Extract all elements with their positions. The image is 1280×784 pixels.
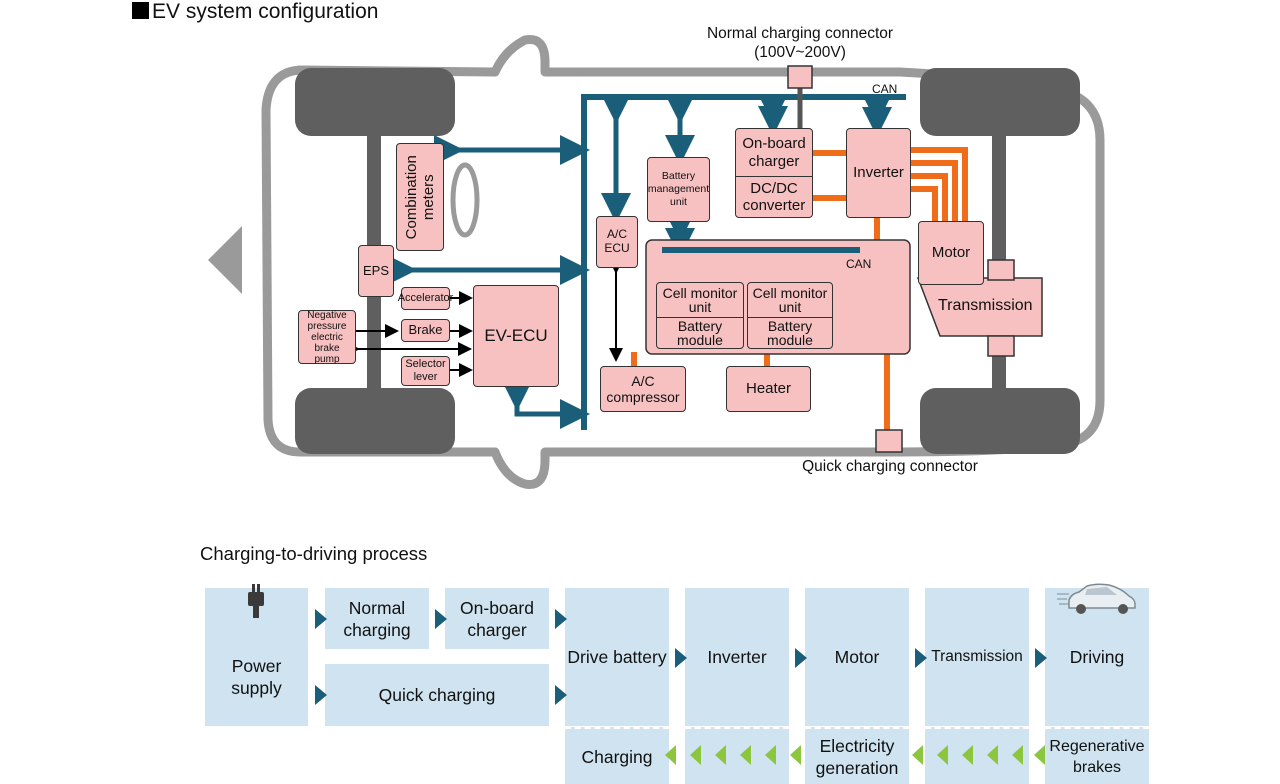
title-text: EV system configuration xyxy=(152,0,379,23)
flow-arrow-icon xyxy=(915,648,927,668)
onboard-charger-dcdc-box: On-board charger DC/DC converter xyxy=(735,128,813,218)
regen-arrow-icon xyxy=(1012,745,1023,765)
regen-arrow-icon xyxy=(987,745,998,765)
flow-arrow-icon xyxy=(555,609,567,629)
wheel-front-left xyxy=(295,68,455,136)
regen-arrow-icon xyxy=(1034,745,1045,765)
process-title: Charging-to-driving process xyxy=(200,543,428,564)
transmission-label: Transmission xyxy=(938,297,1033,314)
normal-charging-connector xyxy=(787,65,813,89)
bmu-box: Battery management unit xyxy=(647,157,710,222)
negative-pressure-pump-box: Negative pressure electric brake pump xyxy=(298,310,356,365)
quick-charging-connector-label: Quick charging connector xyxy=(802,458,978,475)
ev-ecu-box: EV-ECU xyxy=(473,285,559,387)
cell-monitor-battery-box-2: Cell monitor unit Battery module xyxy=(747,282,833,349)
transmission-process-box: Transmission xyxy=(925,588,1029,726)
regen-arrow-icon xyxy=(790,745,801,765)
normal-connector-line1: Normal charging connector xyxy=(706,25,894,42)
wheel-rear-right xyxy=(920,388,1080,454)
power-supply-box: Power supply xyxy=(205,584,308,726)
electricity-generation-box: Electricity generation xyxy=(805,727,909,784)
ac-ecu-box: A/C ECU xyxy=(596,216,638,268)
plug-icon xyxy=(248,584,264,618)
page-title: EV system configuration xyxy=(132,0,378,24)
regen-arrow-icon xyxy=(740,745,751,765)
ac-compressor-box: A/C compressor xyxy=(600,366,686,412)
motor-box: Motor xyxy=(918,221,984,285)
inverter-process-box: Inverter xyxy=(685,588,789,726)
regen-arrow-icon xyxy=(937,745,948,765)
brake-box: Brake xyxy=(401,319,450,342)
regen-arrow-icon xyxy=(765,745,776,765)
front-direction-arrow xyxy=(208,226,242,294)
charging-box: Charging xyxy=(565,727,669,784)
heater-box: Heater xyxy=(726,366,811,412)
battery-module-label-1: Battery module xyxy=(677,318,723,348)
normal-charging-connector-label: Normal charging connector (100V~200V) xyxy=(640,24,960,62)
flow-arrow-icon xyxy=(555,685,567,705)
accelerator-box: Accelerator xyxy=(398,287,453,310)
regenerative-brakes-box: Regenerative brakes xyxy=(1045,727,1149,784)
car-icon xyxy=(1057,583,1136,614)
power-supply-label: Power supply xyxy=(231,656,282,698)
regen-arrow-icon xyxy=(715,745,726,765)
combination-meters-label: Combination meters xyxy=(402,154,437,240)
regen-blank-1 xyxy=(685,727,789,784)
flow-arrow-icon xyxy=(435,609,447,629)
transmission-bottom-joint xyxy=(987,335,1015,357)
flow-arrow-icon xyxy=(315,685,327,705)
driving-box: Driving xyxy=(1045,583,1149,726)
selector-lever-box: Selector lever xyxy=(401,356,450,386)
wheel-rear-left xyxy=(920,68,1080,136)
regen-arrow-icon xyxy=(690,745,701,765)
title-square-icon xyxy=(132,2,149,19)
flow-arrow-icon xyxy=(795,648,807,668)
dcdc-converter-label: DC/DC converter xyxy=(742,179,806,214)
cell-monitor-unit-label-1: Cell monitor unit xyxy=(657,283,743,318)
motor-process-box: Motor xyxy=(805,588,909,726)
flow-arrow-icon xyxy=(315,609,327,629)
combination-meters-box: Combination meters xyxy=(396,143,444,251)
normal-charging-box: Normal charging xyxy=(325,588,429,649)
onboard-charger-process-box: On-board charger xyxy=(445,588,549,649)
onboard-charger-label: On-board charger xyxy=(736,129,812,177)
quick-charging-connector xyxy=(875,429,903,453)
transmission-top-joint xyxy=(987,259,1015,281)
quick-charging-box: Quick charging xyxy=(325,664,549,726)
inverter-box: Inverter xyxy=(846,128,911,218)
signal-lines xyxy=(346,88,803,377)
can-label-battery: CAN xyxy=(846,257,872,271)
flow-arrow-icon xyxy=(1035,648,1047,668)
steering-wheel-icon xyxy=(450,162,480,238)
cell-monitor-unit-label-2: Cell monitor unit xyxy=(748,283,832,318)
normal-connector-line2: (100V~200V) xyxy=(754,44,846,61)
flow-arrow-icon xyxy=(675,648,687,668)
power-lines xyxy=(631,147,968,430)
can-label-top: CAN xyxy=(872,82,898,96)
battery-module-label-2: Battery module xyxy=(767,318,813,348)
regen-arrow-icon xyxy=(912,745,923,765)
eps-box: EPS xyxy=(358,245,394,297)
driving-label: Driving xyxy=(1069,647,1125,667)
regen-arrow-icon xyxy=(665,745,676,765)
regen-arrow-icon xyxy=(962,745,973,765)
cell-monitor-battery-box-1: Cell monitor unit Battery module xyxy=(656,282,744,349)
drive-battery-box: Drive battery xyxy=(565,588,669,726)
wheel-front-right xyxy=(295,388,455,454)
